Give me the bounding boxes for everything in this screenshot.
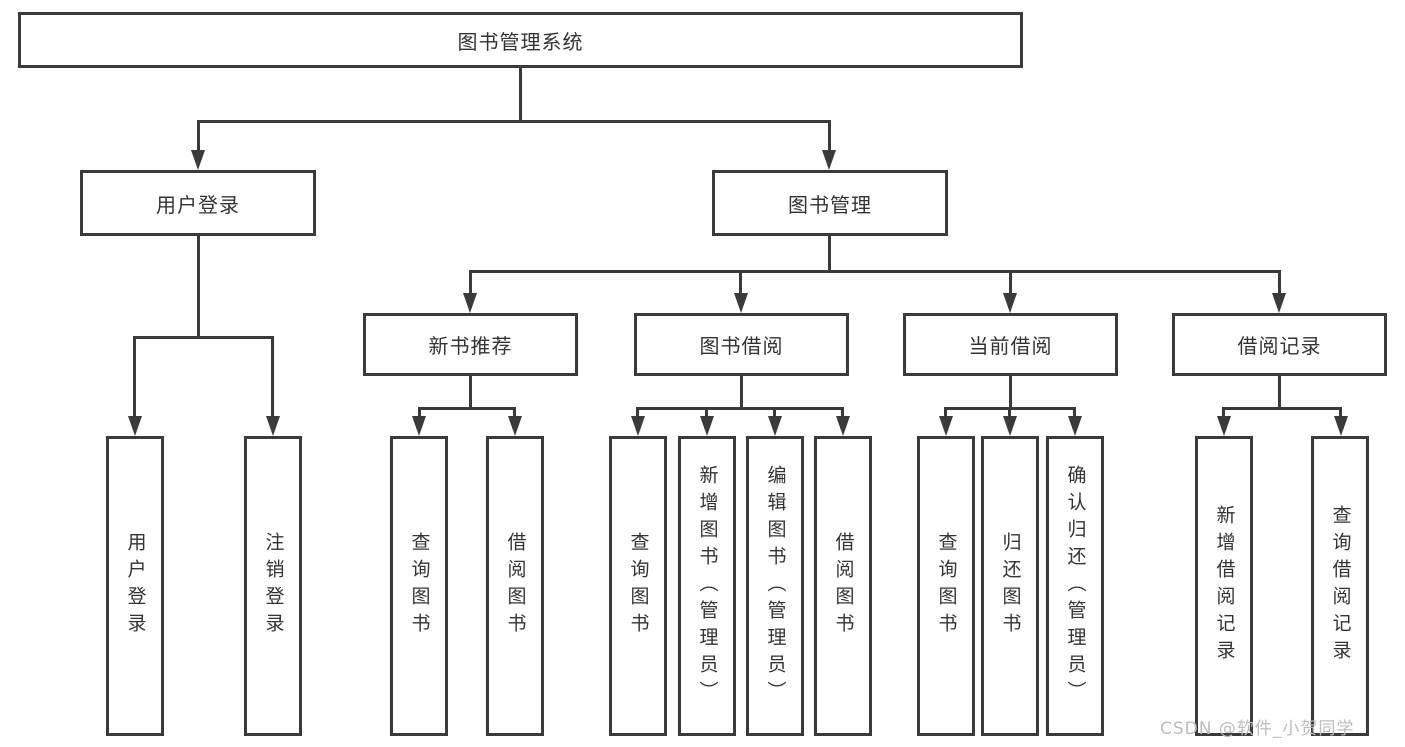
node-book-management: 图书管理: [712, 170, 948, 236]
arrowhead-down: [1334, 416, 1348, 436]
connector-line: [513, 407, 516, 416]
connector-line: [944, 407, 947, 416]
node-borrowing-records: 借阅记录: [1172, 313, 1387, 376]
connector-line: [519, 68, 522, 120]
connector-line: [841, 407, 844, 416]
arrowhead-down: [700, 416, 714, 436]
arrowhead-down: [412, 416, 426, 436]
connector-line: [828, 120, 831, 150]
connector-line: [739, 270, 742, 293]
leaf-add-book-admin: 新增图书（管理员）: [678, 436, 736, 736]
leaf-query-borrow-record: 查询借阅记录: [1311, 436, 1369, 736]
leaf-borrow-books-recommend: 借阅图书: [486, 436, 544, 736]
arrowhead-down: [939, 416, 953, 436]
arrowhead-down: [1217, 416, 1231, 436]
connector-line: [197, 120, 831, 123]
arrowhead-down: [768, 416, 782, 436]
connector-line: [197, 120, 200, 150]
connector-line: [469, 376, 472, 407]
arrowhead-down: [1003, 416, 1017, 436]
arrowhead-down: [463, 293, 477, 313]
arrowhead-down: [266, 416, 280, 436]
connector-line: [705, 407, 708, 416]
arrowhead-down: [631, 416, 645, 436]
connector-line: [133, 336, 136, 416]
arrowhead-down: [1003, 293, 1017, 313]
connector-line: [469, 270, 1281, 273]
connector-line: [469, 270, 472, 293]
leaf-query-books-current: 查询图书: [917, 436, 975, 736]
arrowhead-down: [191, 150, 205, 170]
connector-line: [1222, 407, 1342, 410]
arrowhead-down: [734, 293, 748, 313]
connector-line: [418, 407, 516, 410]
connector-line: [1278, 376, 1281, 407]
connector-line: [1222, 407, 1225, 416]
connector-line: [1008, 407, 1011, 416]
leaf-borrow-books: 借阅图书: [814, 436, 872, 736]
connector-line: [1073, 407, 1076, 416]
connector-line: [636, 407, 844, 410]
leaf-query-books-recommend: 查询图书: [390, 436, 448, 736]
connector-line: [740, 376, 743, 407]
node-user-login: 用户登录: [80, 170, 316, 236]
connector-line: [418, 407, 421, 416]
connector-line: [636, 407, 639, 416]
arrowhead-down: [128, 416, 142, 436]
arrowhead-down: [1272, 293, 1286, 313]
arrowhead-down: [508, 416, 522, 436]
connector-line: [1009, 270, 1012, 293]
connector-line: [197, 236, 200, 336]
node-current-borrowing: 当前借阅: [903, 313, 1118, 376]
connector-line: [1009, 376, 1012, 407]
leaf-edit-book-admin: 编辑图书（管理员）: [746, 436, 804, 736]
leaf-query-books-borrowing: 查询图书: [609, 436, 667, 736]
csdn-watermark: CSDN @软件_小贺同学: [1160, 719, 1355, 739]
leaf-return-book: 归还图书: [981, 436, 1039, 736]
connector-line: [1339, 407, 1342, 416]
leaf-confirm-return-admin: 确认归还（管理员）: [1046, 436, 1104, 736]
node-new-book-recommendation: 新书推荐: [363, 313, 578, 376]
connector-line: [1278, 270, 1281, 293]
connector-line: [271, 336, 274, 416]
arrowhead-down: [1068, 416, 1082, 436]
connector-line: [133, 336, 273, 339]
connector-line: [828, 236, 831, 270]
node-root-library-system: 图书管理系统: [18, 12, 1023, 68]
node-book-borrowing: 图书借阅: [634, 313, 849, 376]
leaf-logout: 注销登录: [244, 436, 302, 736]
arrowhead-down: [836, 416, 850, 436]
leaf-user-login: 用户登录: [106, 436, 164, 736]
leaf-add-borrow-record: 新增借阅记录: [1195, 436, 1253, 736]
arrowhead-down: [822, 150, 836, 170]
connector-line: [773, 407, 776, 416]
